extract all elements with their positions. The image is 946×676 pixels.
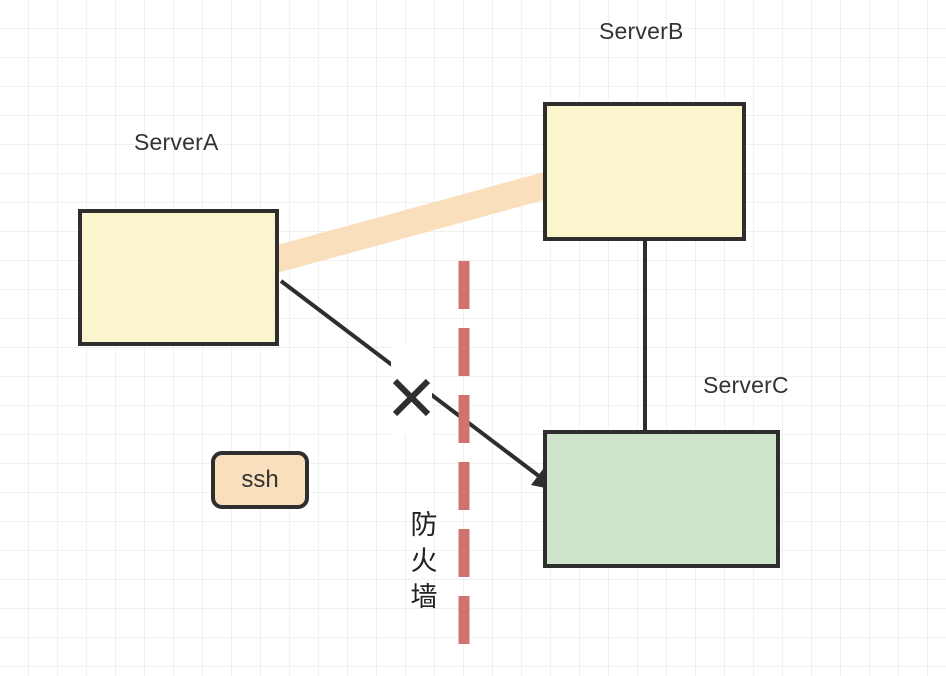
firewall-label-char-2: 火 <box>410 545 438 577</box>
blocked-x-icon <box>392 378 431 417</box>
firewall-label-char-3: 墙 <box>410 581 438 613</box>
server-a-ssh-node[interactable]: ssh <box>211 451 309 509</box>
connection-serverA-ssh-to-serverB-ssh <box>218 159 596 288</box>
server-b-label: ServerB <box>599 18 684 44</box>
server-c-label: ServerC <box>703 372 789 398</box>
firewall-label: 防 火 墙 <box>407 508 441 616</box>
server-b-container[interactable]: ssh <box>543 102 746 241</box>
server-a-label: ServerA <box>134 129 219 155</box>
server-a-container[interactable]: ssh <box>78 209 309 509</box>
server-c-container[interactable]: http 服务端 <box>543 430 780 568</box>
x-marker-backdrop <box>391 345 432 435</box>
firewall-label-char-1: 防 <box>410 510 438 541</box>
